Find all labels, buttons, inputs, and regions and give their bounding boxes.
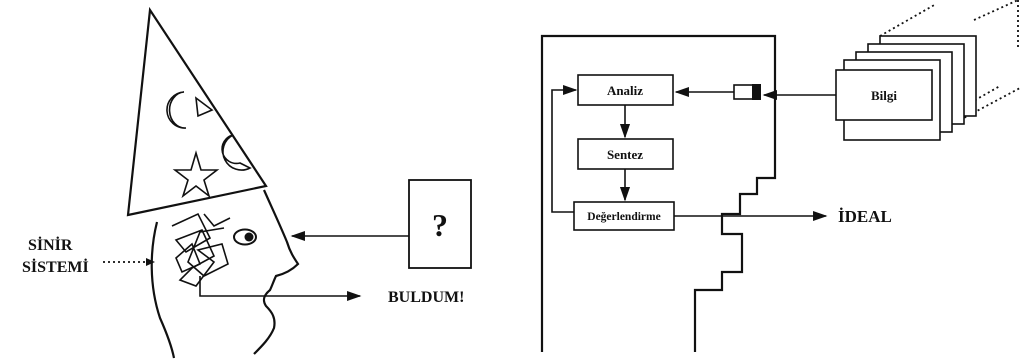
question-box: ? [409,180,471,268]
step-sentez-box: Sentez [578,139,673,169]
nervous-system-label-line2: SİSTEMİ [22,257,89,276]
step-analiz-label: Analiz [607,83,643,98]
info-card-stack: Bilgi [836,0,1020,140]
star-icon [175,153,217,196]
step-sentez-label: Sentez [607,147,643,162]
step-analiz-box: Analiz [578,75,673,105]
output-label-buldum: BULDUM! [388,289,464,306]
crescent-moon-icon [167,92,186,128]
right-panel: Analiz Sentez Değerlendirme İDEAL [542,0,1020,352]
input-label-bilgi: Bilgi [871,88,897,103]
feedback-loop [552,90,576,212]
wizard-hat [128,10,266,215]
step-degerlendirme-box: Değerlendirme [574,202,674,230]
left-panel: SİNİR SİSTEMİ ? BULDUM! [22,10,471,358]
connector-plug-icon [734,84,761,100]
step-degerlendirme-label: Değerlendirme [587,211,660,223]
head-profile [152,190,360,358]
nervous-system-label-line1: SİNİR [28,235,73,254]
output-label-ideal: İDEAL [838,207,892,226]
brain-scribble [172,214,228,286]
question-mark: ? [432,207,448,243]
